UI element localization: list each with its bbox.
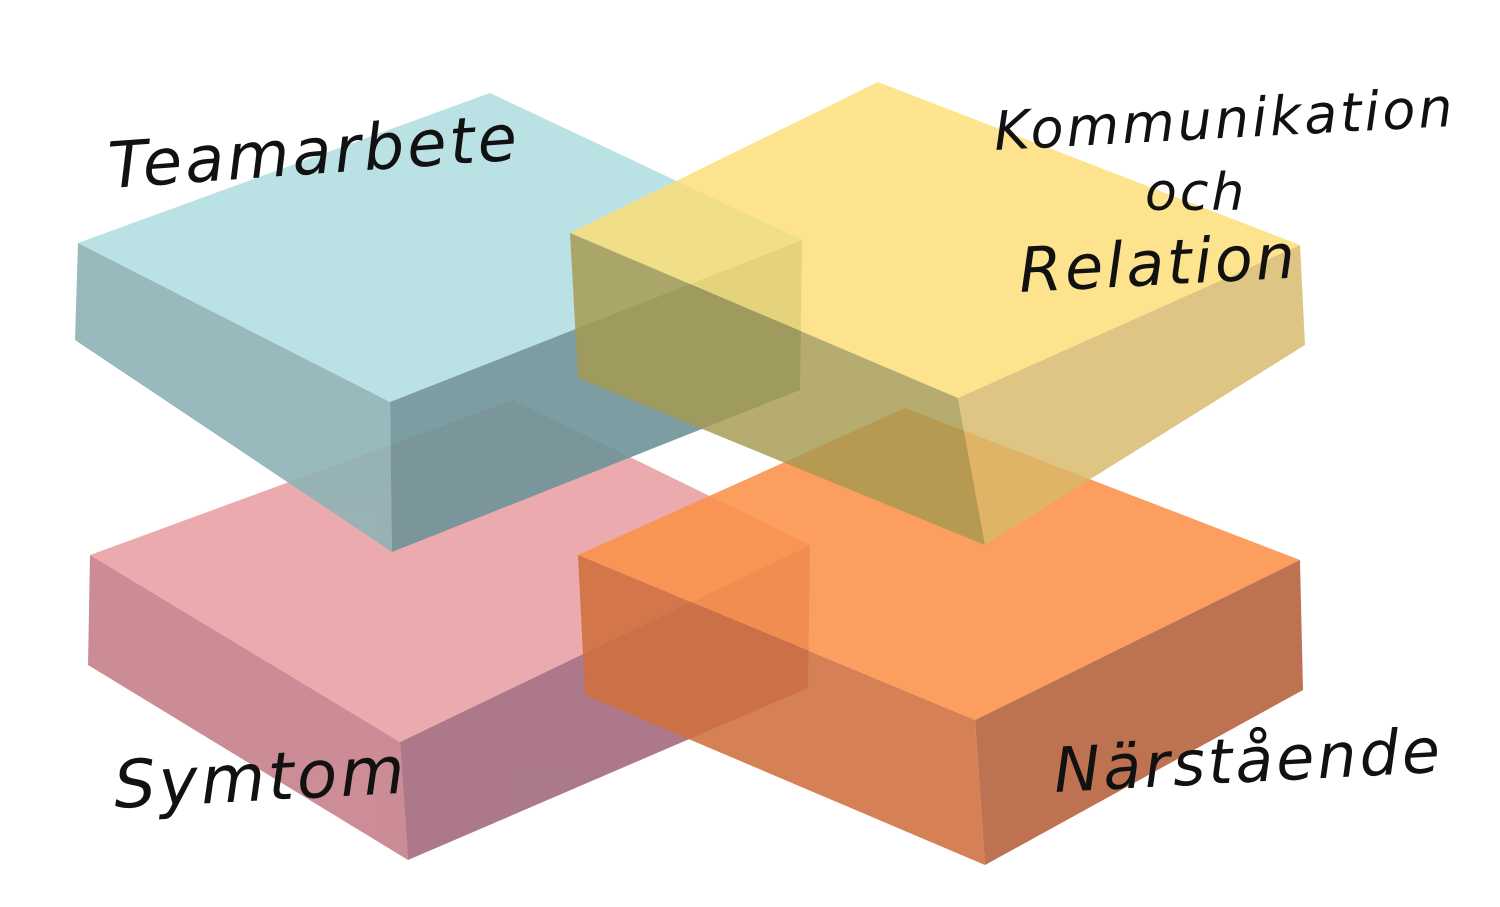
kommunikation-block-left-face xyxy=(570,233,985,545)
kommunikation-block-right-face xyxy=(958,245,1305,545)
label-kommunikation: Kommunikation xyxy=(992,76,1457,163)
kommunikation-block xyxy=(570,82,1305,545)
narstaende-block-right-face xyxy=(975,560,1303,865)
kommunikation-block-top xyxy=(570,82,1300,398)
narstaende-block xyxy=(578,408,1303,865)
teamarbete-block-top xyxy=(78,93,802,402)
symtom-block-left-face xyxy=(88,555,408,860)
narstaende-block-left-face xyxy=(578,555,985,865)
narstaende-block-top xyxy=(578,408,1300,720)
label-relation: Relation xyxy=(1017,219,1300,307)
teamarbete-block-left-face xyxy=(75,243,392,552)
symtom-block-top xyxy=(90,400,810,742)
label-symtom: Symtom xyxy=(112,732,409,824)
label-och: och xyxy=(1145,163,1247,223)
